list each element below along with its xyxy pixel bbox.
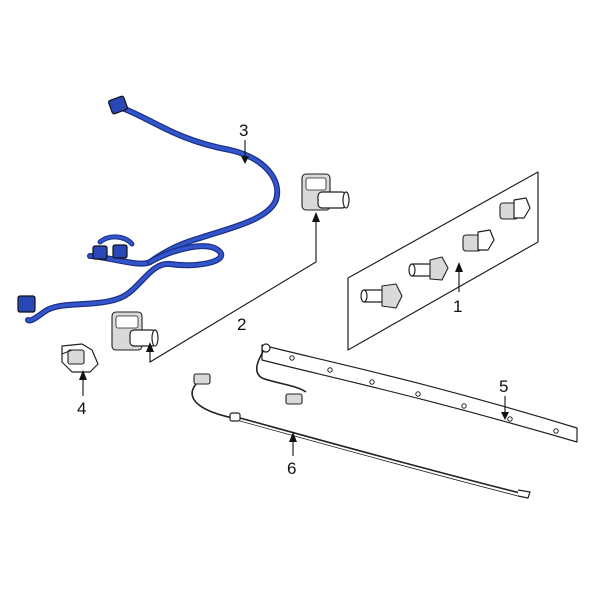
panel-sensor-3 xyxy=(462,229,495,252)
bumper-strip xyxy=(255,343,578,443)
harness-connector-top xyxy=(108,95,128,115)
callout-4: 4 xyxy=(77,399,86,418)
harness-connector-mid-left xyxy=(92,245,108,260)
callout-2: 2 xyxy=(237,315,246,334)
sensor-cable xyxy=(191,373,531,499)
sensor-panel xyxy=(347,171,539,351)
harness-connector-left xyxy=(17,295,36,313)
callout-5: 5 xyxy=(499,377,508,396)
wiring-harness xyxy=(17,95,281,324)
panel-sensor-4 xyxy=(499,197,531,220)
callout-3: 3 xyxy=(239,121,248,140)
harness-connector-mid-right xyxy=(112,244,128,259)
panel-sensor-2 xyxy=(408,256,449,281)
callout-1: 1 xyxy=(453,297,462,316)
callout-6: 6 xyxy=(287,459,296,478)
sensor-bracket xyxy=(61,343,99,373)
callout-2-bracket xyxy=(149,218,317,363)
callout-leaders xyxy=(79,140,509,456)
parking-sensor-upper xyxy=(301,173,350,211)
parking-sensor-lower xyxy=(111,311,159,351)
panel-sensor-1 xyxy=(360,283,403,309)
